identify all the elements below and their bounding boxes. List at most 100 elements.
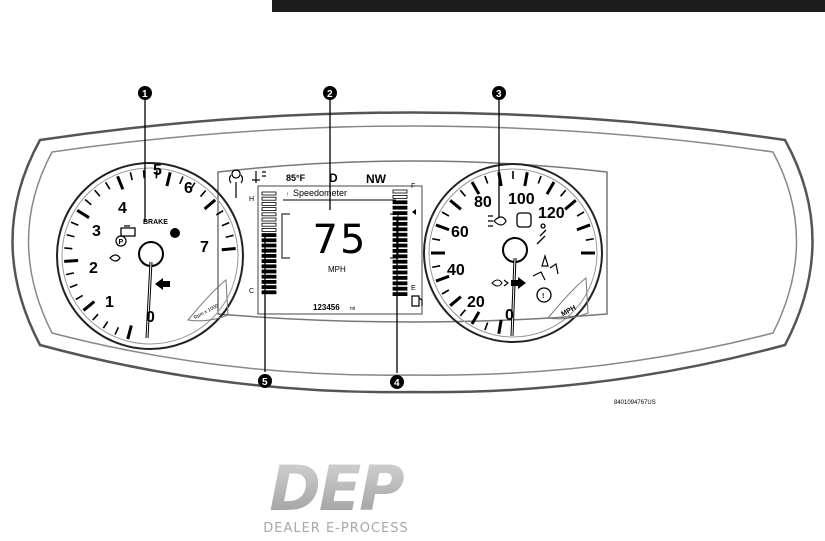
minor-tick [94, 189, 101, 197]
tach-num-5: 5 [153, 162, 162, 179]
minor-tick [129, 172, 133, 181]
gauge-bar-segment [392, 259, 408, 264]
menu-arrow-icon: ↑ [286, 192, 289, 198]
minor-tick [64, 247, 73, 250]
svg-text:1: 1 [142, 89, 148, 100]
major-tick [82, 300, 96, 312]
brake-label: BRAKE [143, 219, 168, 226]
center-display: 85°F D NW ↑ Speedometer 75 MPH 123456 mi… [228, 169, 423, 312]
logo-letters: DEP [269, 458, 404, 525]
fuel-gauge-bars [392, 189, 408, 297]
gauge-bar-segment [261, 253, 277, 258]
odometer-unit: mi [350, 306, 355, 312]
major-tick [497, 319, 503, 335]
fuel-empty-label: E [411, 285, 416, 292]
tach-num-4: 4 [118, 200, 127, 217]
callout-1-badge: 1 [138, 86, 152, 100]
gauge-bar-segment [261, 290, 277, 295]
minor-tick [104, 181, 111, 190]
fuel-door-icon [411, 295, 423, 307]
compass-heading: NW [366, 172, 387, 186]
svg-text:4: 4 [394, 378, 400, 389]
minor-tick [576, 211, 585, 217]
gauge-bar-segment [392, 265, 408, 270]
tachometer-ring-inner [61, 167, 239, 345]
parking-brake-icon [115, 235, 127, 247]
temp-cold-label: C [249, 288, 254, 295]
gauge-bar-segment [261, 222, 277, 227]
minor-tick [84, 198, 92, 206]
major-tick [545, 181, 556, 195]
minor-tick [199, 189, 207, 198]
temperature-gauge-bars [261, 191, 277, 295]
gauge-bar-segment [261, 248, 277, 253]
tpms-signal-icon [228, 169, 244, 198]
digital-speed-unit: MPH [328, 265, 346, 274]
mph-label-plate [547, 277, 589, 320]
major-tick [221, 247, 236, 252]
gauge-bar-segment [392, 216, 408, 221]
major-tick [435, 223, 450, 232]
speedometer-ring-inner [428, 168, 598, 338]
display-bezel [217, 160, 608, 323]
gauge-bar-segment [392, 200, 408, 205]
gauge-bar-segment [261, 274, 277, 279]
tach-num-6: 6 [184, 180, 193, 197]
tach-num-1: 1 [105, 294, 114, 311]
minor-tick [75, 294, 84, 301]
major-tick [576, 223, 591, 232]
svg-text:5: 5 [262, 377, 268, 388]
gauge-bar-segment [261, 233, 277, 238]
gauge-bar-segment [392, 205, 408, 210]
minor-tick [179, 176, 184, 185]
minor-tick [432, 265, 441, 269]
speedo-num-40: 40 [447, 262, 465, 279]
major-tick [76, 208, 90, 219]
speedo-num-0: 0 [505, 307, 514, 324]
display-screen [257, 185, 423, 315]
speedo-num-60: 60 [451, 224, 469, 241]
cluster-housing-inner [27, 125, 798, 376]
tachometer-ticks [64, 170, 236, 340]
speedo-num-80: 80 [474, 194, 492, 211]
minor-tick [142, 170, 145, 179]
gauge-bar-segment [261, 201, 277, 206]
traction-control-icon [532, 263, 559, 281]
minor-tick [441, 211, 450, 217]
gauge-bar-segment [392, 270, 408, 275]
gauge-bar-segment [392, 275, 408, 280]
turn-right-arrow-icon [511, 277, 526, 289]
gauge-bar-segment [261, 196, 277, 201]
svg-text:2: 2 [327, 89, 333, 100]
major-tick [435, 274, 450, 283]
major-tick [165, 172, 172, 187]
major-tick [523, 171, 529, 187]
logo-tagline: DEALER E-PROCESS [263, 521, 409, 536]
digital-speed: 75 [313, 217, 368, 263]
high-beam-icon [488, 215, 507, 227]
minor-tick [65, 272, 75, 276]
minor-tick [66, 234, 75, 238]
speedometer-gauge: 20 40 60 80 100 120 0 ! MPH [423, 163, 603, 343]
gauge-bar-segment [261, 227, 277, 232]
figure-code: 8401094767US [614, 400, 656, 406]
rpm-label-plate [187, 279, 229, 322]
gauge-bar-segment [392, 248, 408, 253]
gauge-bar-segment [392, 243, 408, 248]
minor-tick [92, 313, 99, 321]
tachometer-gauge: 1 2 3 4 5 6 7 0 BRAKE P Rpm x 1000 [56, 162, 244, 350]
coolant-temp-icon [252, 171, 266, 183]
outside-temperature: 85°F [286, 173, 306, 183]
brake-warning-indicator [170, 228, 180, 238]
speedometer-ring-outer [423, 163, 603, 343]
major-tick [126, 325, 133, 340]
speedo-num-100: 100 [508, 191, 535, 208]
minor-tick [155, 170, 158, 179]
minor-tick [441, 289, 450, 295]
major-tick [470, 181, 481, 195]
major-tick [203, 198, 217, 211]
gauge-bar-segment [261, 191, 277, 196]
minor-tick [70, 221, 79, 226]
speedometer-ticks [431, 171, 595, 335]
